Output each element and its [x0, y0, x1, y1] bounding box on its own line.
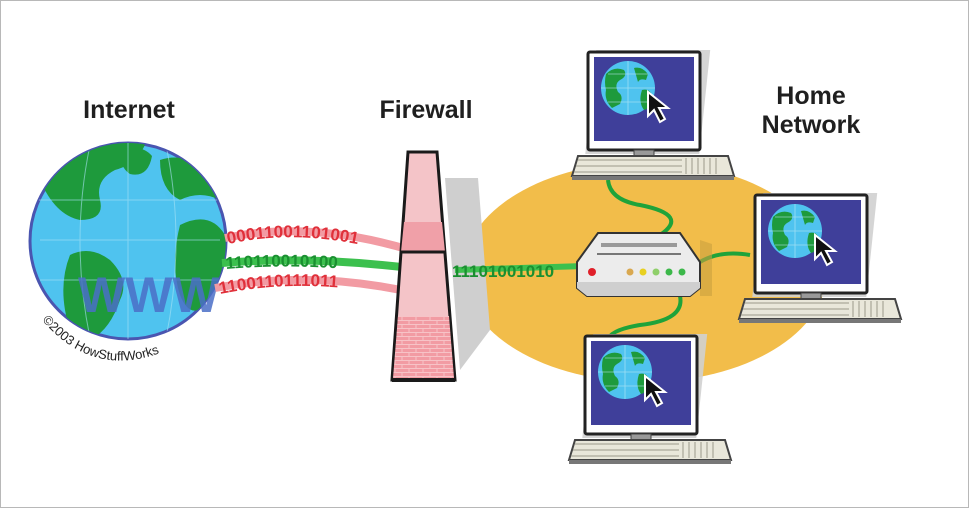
router-icon	[576, 232, 712, 297]
router-led-6	[678, 268, 686, 276]
home-network-label-line2: Network	[762, 111, 861, 139]
router-led-1	[588, 268, 596, 276]
router-led-3	[639, 268, 647, 276]
firewall-shadow	[445, 178, 490, 370]
stream-line-middle	[221, 256, 411, 272]
internet-globe-icon: WWW	[28, 141, 228, 341]
router-led-5	[665, 268, 673, 276]
outgoing-stream: 11101001010	[452, 262, 586, 281]
firewall-label: Firewall	[379, 96, 472, 124]
www-text: WWW	[78, 267, 220, 323]
router-led-4	[652, 268, 660, 276]
stream-bits-bottom: 1100110111011	[217, 271, 339, 298]
router-led-2	[626, 268, 634, 276]
stream-line-outgoing	[454, 263, 586, 273]
stream-bits-top: 00011001101001	[225, 222, 361, 248]
home-network-label-line1: Home	[776, 82, 846, 110]
firewall-icon	[390, 150, 457, 382]
computer-top-icon	[572, 50, 734, 180]
incoming-streams: 00011001101001 110110010100 110011011101…	[214, 222, 412, 298]
cable-top	[606, 179, 674, 237]
stream-bits-outgoing: 11101001010	[452, 262, 554, 281]
stream-bits-middle: 110110010100	[225, 252, 339, 273]
stream-line-bottom	[214, 275, 411, 296]
internet-label: Internet	[83, 96, 175, 124]
stream-line-top	[224, 227, 412, 254]
computer-right-icon	[739, 193, 901, 323]
